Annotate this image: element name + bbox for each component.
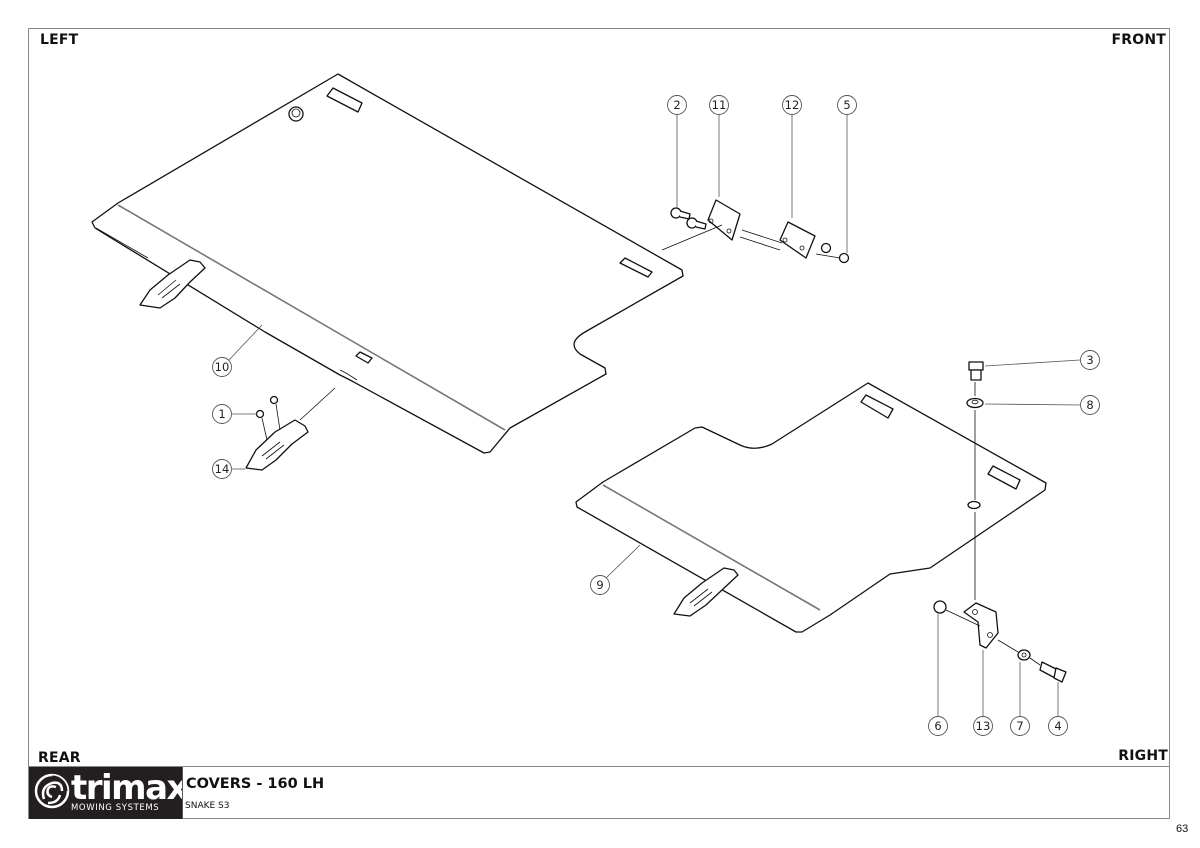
cover-panel-9 (575, 382, 1047, 633)
page-number: 63 (1176, 823, 1189, 835)
balloon-5: 5 (837, 95, 857, 115)
orientation-label-rear: REAR (38, 750, 81, 766)
hinge-assembly (661, 199, 850, 264)
trimax-logo: trimax MOWING SYSTEMS (29, 767, 188, 819)
svg-text:7: 7 (1016, 719, 1023, 733)
balloon-6: 6 (928, 716, 948, 736)
drawing-subtitle: SNAKE S3 (185, 801, 230, 811)
svg-text:4: 4 (1054, 719, 1061, 733)
logo-tagline: MOWING SYSTEMS (71, 803, 160, 813)
loose-latch-assembly (245, 387, 336, 471)
svg-text:5: 5 (843, 98, 850, 112)
svg-text:9: 9 (596, 578, 603, 592)
balloon-9: 9 (590, 575, 610, 595)
orientation-label-right: RIGHT (1118, 748, 1168, 764)
balloon-13: 13 (973, 716, 993, 736)
balloon-14: 14 (212, 459, 232, 479)
svg-text:12: 12 (785, 98, 800, 112)
bracket-assembly (933, 361, 1067, 683)
balloon-8: 8 (1080, 395, 1100, 415)
svg-text:14: 14 (215, 462, 230, 476)
svg-text:1: 1 (218, 407, 225, 421)
drawing-frame (28, 28, 1170, 819)
drawing-title: COVERS - 160 LH (186, 776, 325, 792)
orientation-label-left: LEFT (40, 32, 79, 48)
title-block-divider (182, 767, 183, 819)
balloon-7: 7 (1010, 716, 1030, 736)
balloon-12: 12 (782, 95, 802, 115)
balloon-2: 2 (667, 95, 687, 115)
title-block (28, 766, 1170, 819)
balloon-4: 4 (1048, 716, 1068, 736)
svg-text:8: 8 (1086, 398, 1093, 412)
svg-text:3: 3 (1086, 353, 1093, 367)
svg-text:13: 13 (976, 719, 991, 733)
orientation-label-front: FRONT (1111, 32, 1166, 48)
svg-text:6: 6 (934, 719, 941, 733)
logo-wordmark: trimax (71, 768, 188, 808)
balloon-10: 10 (212, 357, 232, 377)
svg-text:11: 11 (712, 98, 727, 112)
balloon-3: 3 (1080, 350, 1100, 370)
svg-text:10: 10 (215, 360, 230, 374)
swirl-logo-icon (34, 773, 70, 809)
balloon-11: 11 (709, 95, 729, 115)
balloon-1: 1 (212, 404, 232, 424)
cover-panel-10 (91, 73, 684, 454)
leader-lines (228, 115, 1081, 716)
svg-text:2: 2 (673, 98, 680, 112)
